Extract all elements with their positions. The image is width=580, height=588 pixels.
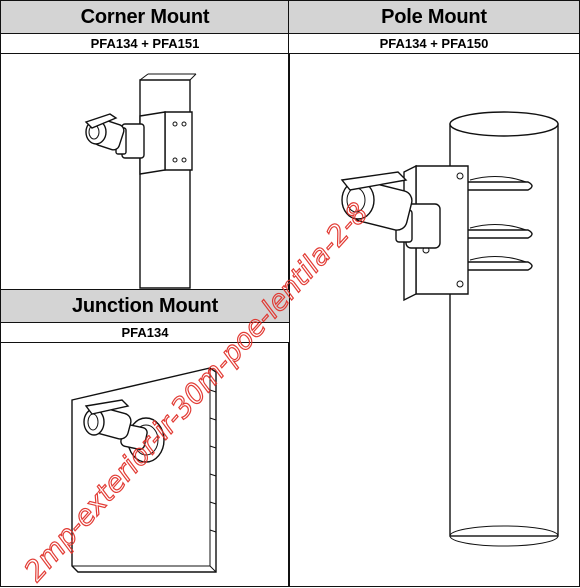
- corner-mount-illustration: [84, 73, 197, 289]
- corner-mount-parts: PFA134 + PFA151: [0, 33, 290, 54]
- junction-mount-parts: PFA134: [0, 322, 290, 343]
- corner-mount-title: Corner Mount: [0, 0, 290, 34]
- pole-mount-parts: PFA134 + PFA150: [288, 33, 580, 54]
- pole-mount-title: Pole Mount: [288, 0, 580, 34]
- pole-mount-illustration: [340, 111, 559, 547]
- junction-mount-title: Junction Mount: [0, 289, 290, 323]
- junction-mount-illustration: [71, 367, 217, 573]
